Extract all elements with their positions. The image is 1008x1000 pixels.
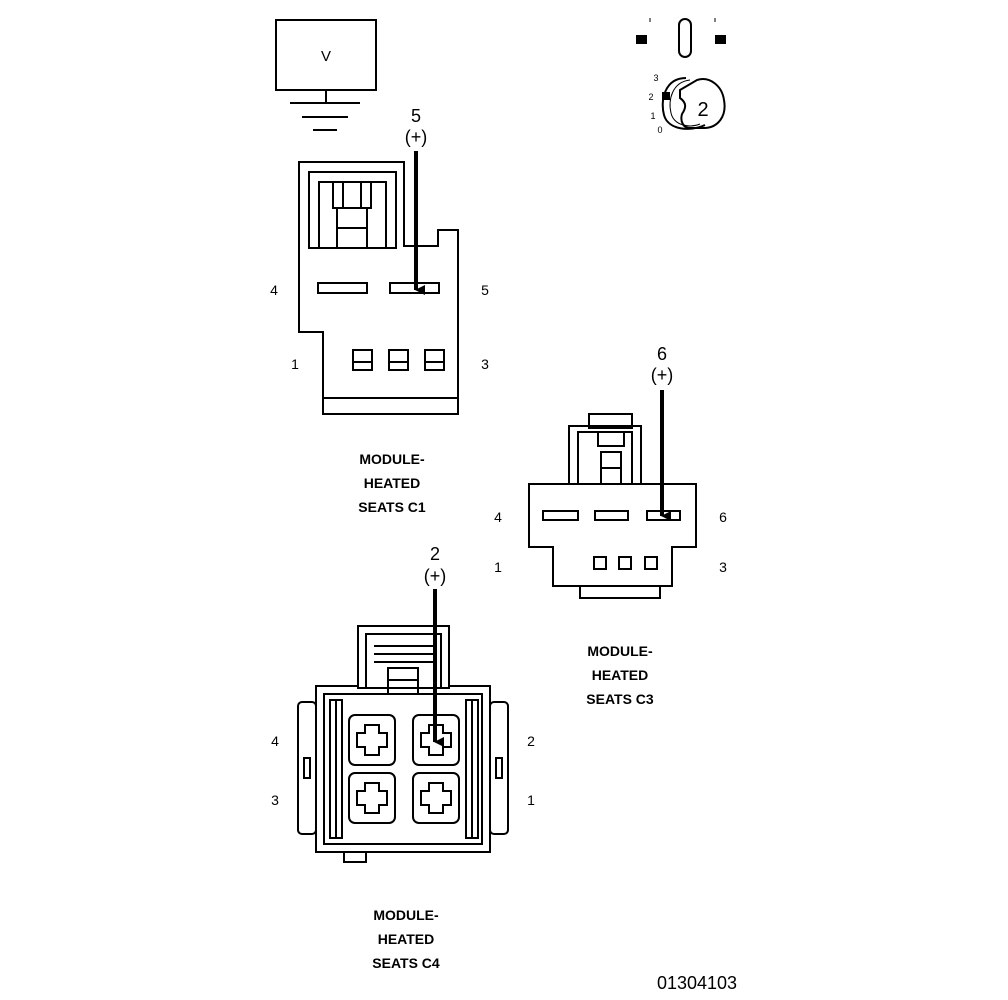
ignition-position-0: 0 [657, 125, 662, 135]
c4-label-line-3: SEATS C4 [372, 955, 440, 971]
c4-cavity-1 [412, 772, 460, 824]
voltmeter-symbol: V [321, 48, 331, 65]
c3-probe-polarity: (+) [651, 365, 674, 385]
c4-cavity-3 [348, 772, 396, 824]
c4-pin-3: 3 [271, 792, 279, 808]
c1-pin-4: 4 [270, 282, 278, 298]
c1-label-line-3: SEATS C1 [358, 499, 426, 515]
c3-label-line-2: HEATED [592, 667, 649, 683]
voltmeter: V [275, 19, 377, 131]
c3-label-line-3: SEATS C3 [586, 691, 654, 707]
connector-c3 [528, 413, 697, 599]
ignition-position-3: 3 [653, 73, 658, 83]
c4-label-line-2: HEATED [378, 931, 435, 947]
connector-c1 [298, 161, 459, 415]
ground-symbol [290, 102, 360, 131]
figure-number: 01304103 [657, 973, 737, 993]
c1-pin-3: 3 [481, 356, 489, 372]
ignition-position-2: 2 [648, 92, 653, 102]
c1-pin-1: 1 [291, 356, 299, 372]
c3-pin-4: 4 [494, 509, 502, 525]
c4-pin-1: 1 [527, 792, 535, 808]
c4-probe-pin: 2 [430, 544, 440, 564]
c4-cavity-4 [348, 714, 396, 766]
c1-probe-pin: 5 [411, 106, 421, 126]
c4-pin-2: 2 [527, 733, 535, 749]
c1-pin-5: 5 [481, 282, 489, 298]
c4-pin-4: 4 [271, 733, 279, 749]
c3-pin-1: 1 [494, 559, 502, 575]
c1-label-line-1: MODULE- [359, 451, 425, 467]
c3-probe-pin: 6 [657, 344, 667, 364]
connector-c4 [297, 625, 509, 863]
ignition-switch: 3 2 1 0 2 [636, 18, 726, 135]
c3-pin-3: 3 [719, 559, 727, 575]
c1-probe-polarity: (+) [405, 127, 428, 147]
c3-label-line-1: MODULE- [587, 643, 653, 659]
c1-label-line-2: HEATED [364, 475, 421, 491]
ignition-key-icon [679, 78, 726, 129]
c3-pin-6: 6 [719, 509, 727, 525]
ignition-position-1: 1 [650, 111, 655, 121]
c4-probe-polarity: (+) [424, 566, 447, 586]
ignition-key-number: 2 [697, 99, 708, 121]
c4-label-line-1: MODULE- [373, 907, 439, 923]
